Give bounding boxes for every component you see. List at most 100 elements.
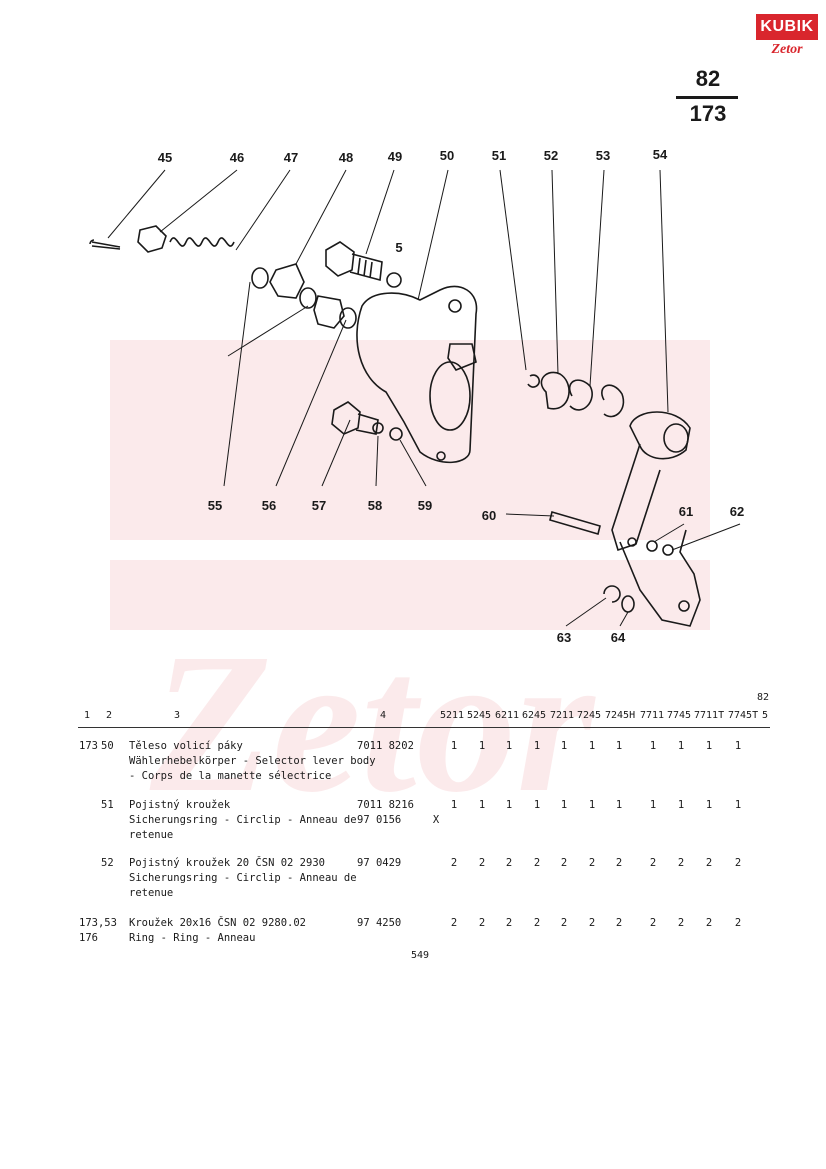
callout-61: 61 [678, 504, 694, 519]
row-description: Pojistný kroužek Sicherungsring - Circli… [129, 799, 357, 841]
model-header-5: 7245 [577, 710, 602, 721]
column-header-3: 3 [174, 710, 181, 721]
row-quantity: 2 [615, 917, 623, 929]
callout-64: 64 [610, 630, 626, 645]
row-description: Kroužek 20x16 ČSN 02 9280.02 Ring - Ring… [129, 917, 307, 944]
star-washer-48 [269, 263, 305, 299]
callout-59: 59 [417, 498, 433, 513]
row-quantity: 1 [478, 740, 486, 752]
callout-56: 56 [261, 498, 277, 513]
washer-48a [251, 267, 269, 289]
callout-55: 55 [207, 498, 223, 513]
row-position: 50 [101, 740, 114, 752]
row-position: 52 [101, 857, 114, 869]
row-quantity: 2 [588, 857, 596, 869]
model-header-6: 7245H [605, 710, 636, 721]
row-quantity: 1 [505, 740, 513, 752]
callout-47: 47 [283, 150, 299, 165]
row-quantity: 2 [505, 857, 513, 869]
page-number-bottom: 173 [689, 101, 727, 126]
callout-52: 52 [543, 148, 559, 163]
row-position: 51 [101, 799, 114, 811]
selector-body-50 [356, 285, 478, 464]
row-quantity: 1 [533, 799, 541, 811]
row-quantity: 1 [478, 799, 486, 811]
row-quantity: 1 [588, 799, 596, 811]
row-quantity: 2 [533, 857, 541, 869]
row-quantity: 1 [649, 799, 657, 811]
row-quantity: 1 [560, 740, 568, 752]
bolt-49 [325, 241, 355, 277]
row-figure-ref: 173,53 176 [79, 917, 117, 944]
row-quantity: 1 [615, 799, 623, 811]
spring-47 [169, 237, 235, 247]
callout-58: 58 [367, 498, 383, 513]
row-part-number: 7011 8216 97 0156 X [357, 799, 440, 826]
callout-46: 46 [229, 150, 245, 165]
row-quantity: 2 [649, 917, 657, 929]
callout-5: 5 [395, 240, 403, 255]
row-quantity: 2 [505, 917, 513, 929]
split-pin-45 [89, 239, 121, 250]
callout-49: 49 [387, 149, 403, 164]
row-quantity: 2 [677, 917, 685, 929]
row-quantity: 1 [734, 799, 742, 811]
castle-nut-46 [137, 225, 167, 253]
callout-57: 57 [311, 498, 327, 513]
exploded-parts-drawing [89, 169, 741, 627]
row-quantity: 2 [615, 857, 623, 869]
row-quantity: 1 [505, 799, 513, 811]
row-quantity: 2 [734, 917, 742, 929]
table-corner-note: 82 [757, 692, 770, 703]
row-quantity: 1 [705, 740, 713, 752]
row-quantity: 2 [560, 917, 568, 929]
row-description: Těleso volicí páky Wählerhebelkörper - S… [129, 740, 376, 782]
column-header-5: 5 [762, 710, 769, 721]
row-quantity: 2 [478, 917, 486, 929]
model-header-0: 5211 [440, 710, 465, 721]
row-description: Pojistný kroužek 20 ČSN 02 2930 Sicherun… [129, 857, 357, 899]
model-header-8: 7745 [667, 710, 692, 721]
model-header-10: 7745T [728, 710, 759, 721]
callout-45: 45 [157, 150, 173, 165]
callout-48: 48 [338, 150, 354, 165]
callout-54: 54 [652, 147, 668, 162]
logo-top-text: KUBIK [756, 14, 818, 40]
row-quantity: 2 [588, 917, 596, 929]
table-header-rule [78, 727, 770, 728]
row-quantity: 1 [677, 740, 685, 752]
selector-lever-54 [629, 411, 691, 460]
row-quantity: 1 [615, 740, 623, 752]
column-header-4: 4 [380, 710, 387, 721]
row-quantity: 1 [450, 740, 458, 752]
row-part-number: 97 4250 [357, 917, 402, 929]
callout-51: 51 [491, 148, 507, 163]
page-number-divider [676, 96, 738, 99]
row-part-number: 7011 8202 [357, 740, 414, 752]
footer-page-number: 549 [410, 950, 430, 961]
row-quantity: 1 [560, 799, 568, 811]
row-quantity: 1 [677, 799, 685, 811]
row-quantity: 2 [450, 857, 458, 869]
row-quantity: 2 [734, 857, 742, 869]
callout-63: 63 [556, 630, 572, 645]
row-quantity: 2 [677, 857, 685, 869]
callout-62: 62 [729, 504, 745, 519]
column-header-2: 2 [106, 710, 113, 721]
model-header-7: 7711 [640, 710, 665, 721]
row-quantity: 1 [588, 740, 596, 752]
row-quantity: 1 [734, 740, 742, 752]
logo-bottom-text: Zetor [771, 42, 803, 57]
model-header-9: 7711T [694, 710, 725, 721]
row-figure-ref: 173 [79, 740, 98, 752]
washer-5 [386, 272, 402, 288]
page-number-top: 82 [695, 66, 721, 91]
row-quantity: 2 [705, 857, 713, 869]
column-header-1: 1 [84, 710, 91, 721]
kubik-zetor-logo: KUBIK Zetor [756, 14, 818, 60]
row-quantity: 1 [450, 799, 458, 811]
model-header-2: 6211 [495, 710, 520, 721]
row-quantity: 2 [560, 857, 568, 869]
row-quantity: 2 [450, 917, 458, 929]
row-quantity: 1 [705, 799, 713, 811]
